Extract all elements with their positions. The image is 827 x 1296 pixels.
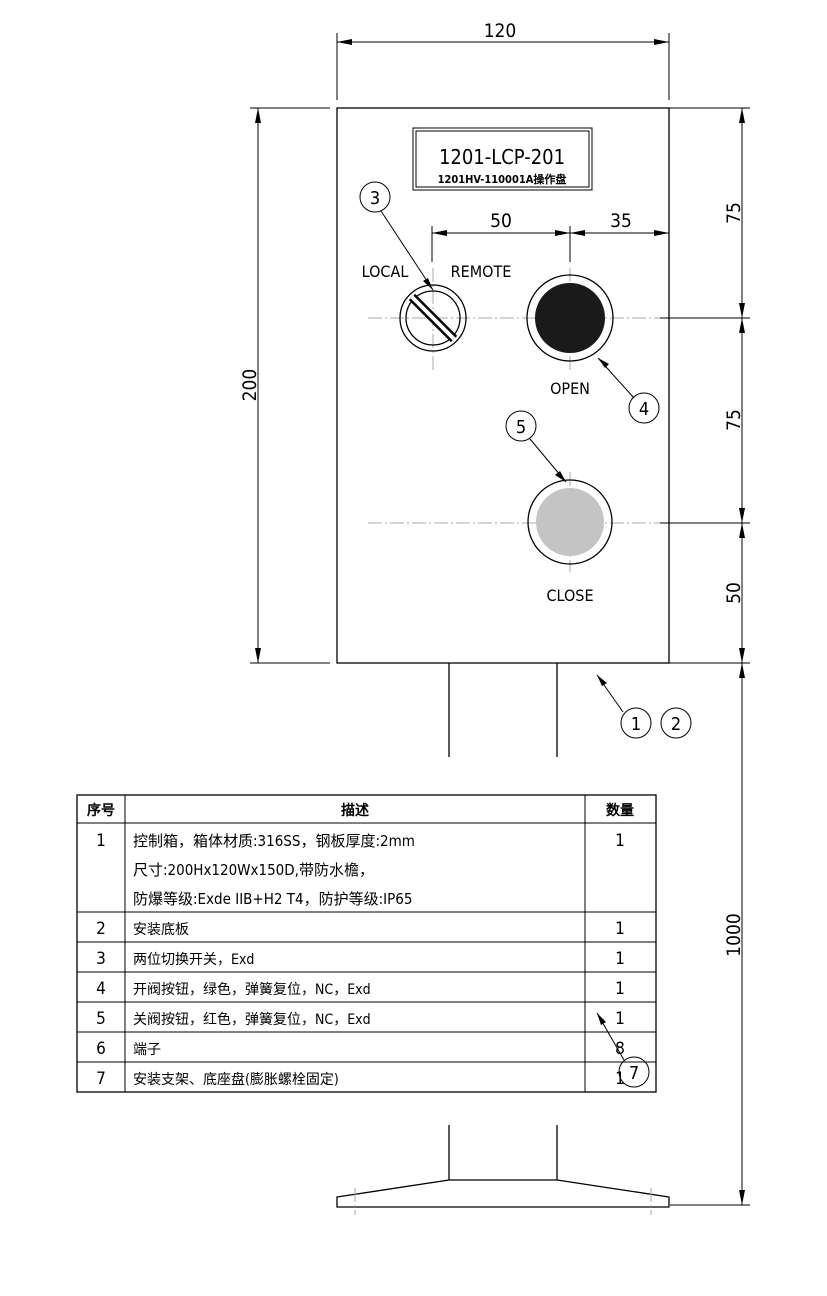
svg-text:7: 7 — [96, 1069, 106, 1089]
dimension-switch-offset-label: 50 — [490, 210, 512, 232]
svg-text:安装底板: 安装底板 — [133, 922, 189, 938]
balloon-3: 3 — [359, 181, 434, 291]
svg-text:4: 4 — [96, 979, 106, 999]
svg-text:1: 1 — [615, 1009, 625, 1029]
table-header-desc: 描述 — [341, 802, 369, 819]
dimension-row2-label: 75 — [723, 409, 745, 431]
balloon-5: 5 — [505, 410, 567, 483]
svg-text:5: 5 — [96, 1009, 106, 1029]
open-button[interactable] — [526, 274, 614, 362]
svg-text:控制箱，箱体材质:316SS，钢板厚度:2mm: 控制箱，箱体材质:316SS，钢板厚度:2mm — [133, 832, 415, 850]
parts-table: 序号 描述 数量 1 控制箱，箱体材质:316SS，钢板厚度:2mm 尺寸:20… — [76, 794, 657, 1093]
balloon-7: 7 — [596, 1012, 650, 1088]
selector-switch[interactable] — [399, 284, 467, 352]
table-row: 6 端子 8 — [96, 1039, 625, 1059]
svg-text:1: 1 — [631, 714, 641, 735]
label-remote: REMOTE — [451, 262, 512, 281]
svg-text:两位切换开关，Exd: 两位切换开关，Exd — [133, 951, 254, 968]
nameplate: 1201-LCP-201 1201HV-110001A操作盘 — [412, 127, 593, 191]
svg-text:3: 3 — [370, 188, 380, 209]
svg-text:尺寸:200Hx120Wx150D,带防水檐，: 尺寸:200Hx120Wx150D,带防水檐， — [133, 861, 374, 879]
table-row: 5 关阀按钮，红色，弹簧复位，NC，Exd 1 — [96, 1009, 625, 1029]
close-button[interactable] — [527, 479, 613, 565]
svg-text:1: 1 — [615, 919, 625, 939]
svg-text:开阀按钮，绿色，弹簧复位，NC，Exd: 开阀按钮，绿色，弹簧复位，NC，Exd — [133, 981, 371, 998]
table-row: 3 两位切换开关，Exd 1 — [96, 949, 625, 969]
table-header-qty: 数量 — [606, 802, 634, 819]
dimension-row3-label: 50 — [723, 582, 745, 604]
dimension-row1-label: 75 — [723, 202, 745, 224]
svg-text:关阀按钮，红色，弹簧复位，NC，Exd: 关阀按钮，红色，弹簧复位，NC，Exd — [133, 1011, 371, 1028]
svg-text:1: 1 — [615, 979, 625, 999]
svg-text:防爆等级:Exde IIB+H2 T4，防护等级:IP6: 防爆等级:Exde IIB+H2 T4，防护等级:IP65 — [133, 890, 412, 908]
svg-text:1: 1 — [96, 831, 106, 851]
table-row: 2 安装底板 1 — [96, 919, 625, 939]
table-row: 7 安装支架、底座盘(膨胀螺栓固定) 1 — [96, 1069, 625, 1089]
table-row: 4 开阀按钮，绿色，弹簧复位，NC，Exd 1 — [96, 979, 625, 999]
dimension-component-offsets: 50 35 — [431, 210, 669, 262]
svg-text:8: 8 — [615, 1039, 625, 1059]
svg-text:7: 7 — [629, 1063, 639, 1084]
balloon-1-2: 1 2 — [596, 674, 692, 739]
dimension-height-label: 200 — [239, 369, 261, 402]
svg-text:1: 1 — [615, 831, 625, 851]
svg-text:1: 1 — [615, 1069, 625, 1089]
table-row: 1 控制箱，箱体材质:316SS，钢板厚度:2mm 尺寸:200Hx120Wx1… — [96, 831, 625, 908]
svg-text:2: 2 — [96, 919, 106, 939]
svg-text:6: 6 — [96, 1039, 106, 1059]
balloon-4: 4 — [597, 357, 660, 424]
label-open: OPEN — [550, 379, 590, 398]
svg-text:1: 1 — [615, 949, 625, 969]
svg-text:端子: 端子 — [133, 1042, 161, 1058]
dimension-height: 200 — [239, 107, 330, 664]
mounting-stand — [336, 663, 670, 1215]
centerlines — [368, 268, 660, 572]
enclosure-outline — [336, 107, 670, 664]
svg-text:安装支架、底座盘(膨胀螺栓固定): 安装支架、底座盘(膨胀螺栓固定) — [133, 1071, 339, 1088]
dimension-right: 75 75 50 1000 — [655, 107, 750, 1206]
svg-text:2: 2 — [671, 714, 681, 735]
label-local: LOCAL — [362, 262, 409, 281]
dimension-width: 120 — [336, 20, 670, 100]
nameplate-subtitle: 1201HV-110001A操作盘 — [438, 172, 567, 186]
svg-text:5: 5 — [516, 417, 526, 438]
dimension-width-label: 120 — [484, 20, 517, 42]
nameplate-tag: 1201-LCP-201 — [439, 145, 565, 169]
label-close: CLOSE — [546, 586, 593, 605]
table-header-no: 序号 — [87, 802, 115, 819]
dimension-stand-label: 1000 — [723, 913, 745, 957]
dimension-button-offset-label: 35 — [610, 210, 632, 232]
svg-text:4: 4 — [639, 399, 649, 420]
svg-text:3: 3 — [96, 949, 106, 969]
